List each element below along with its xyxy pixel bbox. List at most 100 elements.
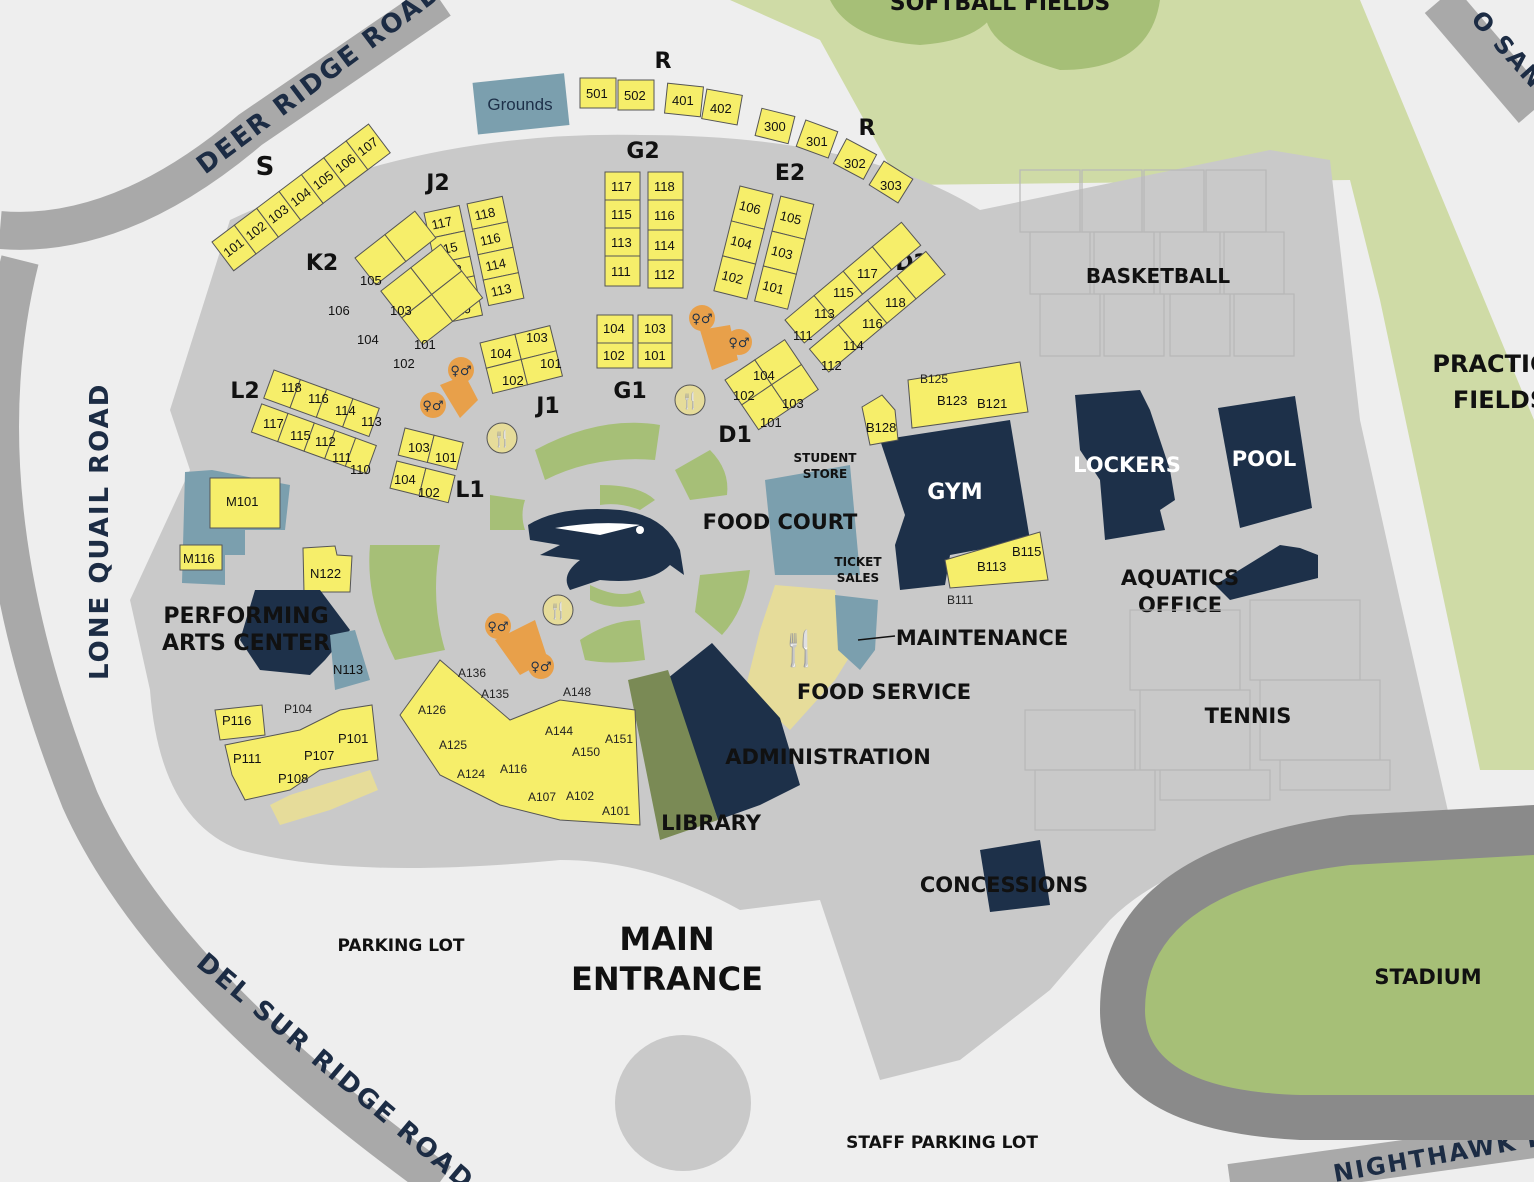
restroom-icon [528,653,554,679]
room-a124: A124 [457,767,485,781]
room-e2-104: 104 [729,233,754,253]
softball-fields-label: SOFTBALL FIELDS [890,0,1110,16]
performing-arts-building [240,590,350,675]
road-deer-ridge [0,0,451,250]
restroom-group-bottom: ♀♂ ♀♂ 🍴 [485,594,574,679]
room-a116: A116 [500,762,527,776]
room-d2-116: 116 [862,316,883,331]
room-r-303: 303 [880,178,902,193]
gym-label: GYM [927,480,982,505]
room-b115: B115 [1012,544,1041,559]
gym-building [880,420,1030,590]
room-g2-112: 112 [654,267,675,282]
room-a102: A102 [566,789,594,803]
room-d1-102: 102 [733,388,755,403]
room-l2-117: 117 [263,416,284,431]
room-j2-118: 118 [473,204,496,223]
room-b128: B128 [866,420,896,435]
wing-j1-label: J1 [534,394,560,419]
room-k2-103: 103 [390,303,412,318]
grounds-building [472,73,570,135]
svg-text:♀♂: ♀♂ [487,620,508,635]
room-j1-101: 101 [540,356,562,371]
food-court-building [765,465,860,575]
svg-text:🍴: 🍴 [680,391,700,410]
pool-label: POOL [1232,447,1296,471]
concessions-label: CONCESSIONS [920,873,1088,897]
room-l2-110: 110 [350,462,371,477]
room-d2-113: 113 [814,306,835,321]
food-service-label: FOOD SERVICE [797,680,971,704]
room-l1-103: 103 [408,440,430,455]
maintenance-label: MAINTENANCE [896,626,1068,650]
pac-label-1: PERFORMING [163,604,328,629]
student-store-label-2: STORE [803,467,847,481]
room-p108: P108 [278,771,308,786]
room-g2-113: 113 [611,235,632,250]
aquatics-office-building [1215,545,1318,600]
room-d2-117: 117 [857,266,878,281]
pool-building [1218,396,1312,528]
wing-r-label-1: R [655,49,672,74]
room-a144: A144 [545,724,573,738]
room-m101: M101 [226,494,259,509]
room-b111: B111 [947,593,974,607]
room-r-501: 501 [586,86,608,101]
room-a135: A135 [481,687,509,701]
room-k2-102: 102 [393,356,415,371]
practice-fields-label-1: PRACTIC [1432,350,1534,378]
svg-text:♀♂: ♀♂ [691,312,712,327]
room-a148: A148 [563,685,591,699]
wing-g2-label: G2 [626,139,659,164]
softball-field-2 [985,0,1160,70]
room-m116: M116 [183,551,215,566]
room-d2-115: 115 [833,285,854,300]
room-l2-114: 114 [335,403,356,418]
road-lone-quail [0,255,452,1182]
tennis-label: TENNIS [1205,704,1292,728]
room-g1-102: 102 [603,348,625,363]
room-l2-115: 115 [290,428,311,443]
lockers-label: LOCKERS [1073,453,1181,477]
room-j2-114: 114 [484,255,507,274]
library-label: LIBRARY [661,811,762,835]
room-d1-101: 101 [760,415,782,430]
wing-r-label-2: R [859,116,876,141]
room-d2-111: 111 [793,328,813,343]
road-san [1424,0,1534,123]
room-g1-101: 101 [644,348,666,363]
room-p116: P116 [222,713,251,728]
room-g2-116: 116 [654,208,675,223]
softball-field-1 [830,0,1000,45]
room-d2-112: 112 [821,358,842,373]
room-a150: A150 [572,745,600,759]
room-e2-102: 102 [720,268,745,288]
room-g1-103: 103 [644,321,666,336]
lone-quail-road-label: LONE QUAIL ROAD [85,383,115,680]
room-j1-104: 104 [490,346,512,361]
restroom-group-left: ♀♂ ♀♂ 🍴 [420,357,518,454]
room-a136: A136 [458,666,486,680]
room-b121: B121 [977,396,1007,411]
svg-text:♀♂: ♀♂ [422,399,443,414]
room-g2-115: 115 [611,207,632,222]
room-g2-114: 114 [654,238,675,253]
stadium-field [1145,855,1534,1095]
room-n113: N113 [333,662,363,677]
svg-text:♀♂: ♀♂ [530,660,551,675]
room-b123: B123 [937,393,967,408]
restroom-group-right: ♀♂ ♀♂ 🍴 [674,305,752,416]
aquatics-label-1: AQUATICS [1121,566,1239,590]
practice-fields [730,0,1534,770]
fork-knife-icon [674,384,706,416]
practice-fields-label-2: FIELDS [1453,386,1534,414]
svg-text:🍴: 🍴 [548,601,568,620]
room-k2-106: 106 [328,303,350,318]
room-p101: P101 [338,731,368,746]
staff-parking-lot-label: STAFF PARKING LOT [846,1133,1038,1153]
room-a126: A126 [418,703,446,717]
room-l2-111: 111 [332,450,352,465]
room-l2-118: 118 [281,380,302,395]
wing-d1-label: D1 [718,423,752,448]
concessions-building [980,840,1050,912]
